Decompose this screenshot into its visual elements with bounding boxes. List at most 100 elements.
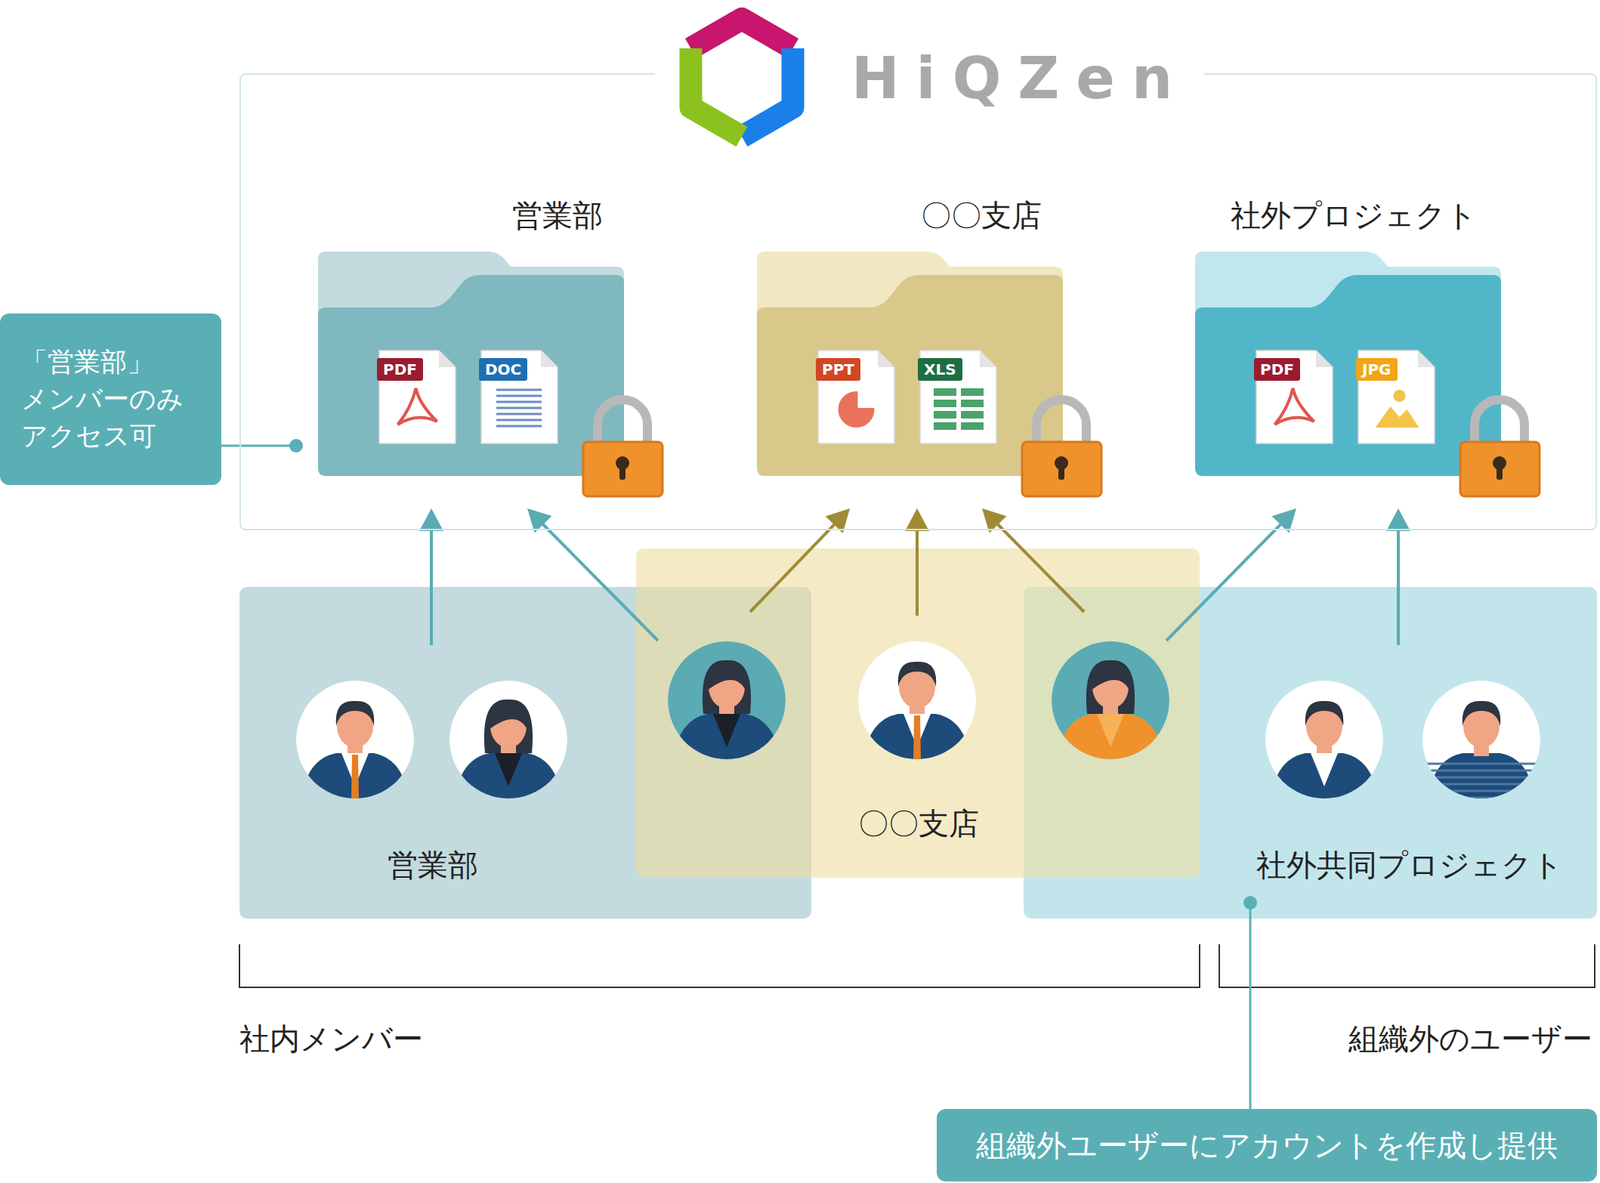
lock-shackle xyxy=(1474,399,1525,444)
person-icon xyxy=(1422,680,1541,804)
group-region: 社外共同プロジェクト xyxy=(1023,586,1597,919)
stripe xyxy=(1427,790,1536,793)
arrow-shaft xyxy=(540,522,658,641)
group-region: 〇〇支店 xyxy=(636,548,1200,878)
bracket xyxy=(1219,944,1595,988)
folder-shape xyxy=(318,194,624,476)
person-icon xyxy=(1265,680,1384,804)
doc-line xyxy=(496,419,542,422)
logo-mark xyxy=(670,1,814,155)
folder-shape xyxy=(756,194,1063,476)
fringe xyxy=(489,702,528,729)
folder-heading: 営業部 xyxy=(512,194,603,237)
file-fold xyxy=(1315,350,1333,368)
cell xyxy=(960,422,984,430)
cell xyxy=(960,399,984,408)
folder-heading: 社外プロジェクト xyxy=(1230,194,1477,237)
person-icon xyxy=(296,680,414,804)
logo-segment xyxy=(690,18,793,49)
stripe xyxy=(1427,776,1536,779)
bracket-label: 社内メンバー xyxy=(239,1019,424,1058)
file-fold xyxy=(979,350,997,368)
stripe xyxy=(1427,769,1536,773)
group-region: 営業部 xyxy=(239,586,812,919)
person-icon xyxy=(1051,641,1170,765)
leader-dot xyxy=(289,438,303,453)
access-arrow xyxy=(750,508,850,612)
access-arrow xyxy=(905,508,930,616)
shirt xyxy=(494,753,523,787)
pdf-glyph xyxy=(398,388,438,425)
arrow-shaft xyxy=(750,522,837,612)
arrow-shaft xyxy=(429,528,433,646)
hair xyxy=(336,701,375,726)
stripe xyxy=(1427,762,1536,766)
body xyxy=(1056,713,1165,765)
lock-icon xyxy=(1022,399,1102,497)
person-icon xyxy=(449,680,568,804)
lock-body xyxy=(583,441,663,497)
pdf-glyph xyxy=(1275,388,1315,425)
logo-segment xyxy=(741,48,794,137)
logo-segment xyxy=(690,48,742,137)
stripe xyxy=(1427,796,1536,800)
keyhole xyxy=(1496,464,1503,480)
callout-box: 「営業部」 メンバーのみ アクセス可 xyxy=(0,313,222,485)
leader-line xyxy=(1249,908,1252,1109)
bracket xyxy=(239,944,1200,988)
hair xyxy=(898,661,937,687)
person-icon xyxy=(858,641,977,765)
tie xyxy=(913,715,921,761)
leader-line xyxy=(221,444,292,448)
lock-icon xyxy=(1460,399,1540,497)
hair xyxy=(702,660,751,714)
folder-front xyxy=(1195,274,1502,476)
arrow-shaft xyxy=(915,528,919,616)
hair xyxy=(1462,701,1502,726)
group-label: 〇〇支店 xyxy=(858,804,980,843)
file-type-tag: PDF xyxy=(1254,358,1301,381)
lock-body xyxy=(1022,441,1102,497)
group-label: 社外共同プロジェクト xyxy=(1256,846,1563,884)
callout-box: 組織外ユーザーにアカウントを作成し提供 xyxy=(936,1108,1597,1182)
hair xyxy=(484,699,533,754)
cell xyxy=(933,399,957,408)
tie xyxy=(351,754,359,800)
cell xyxy=(933,388,957,396)
keyhole xyxy=(1058,464,1065,480)
leader-dot xyxy=(1243,895,1258,910)
file-type-tag: DOC xyxy=(478,358,528,381)
folder-front xyxy=(756,274,1063,476)
arrow-head xyxy=(419,508,444,532)
hair xyxy=(1305,701,1344,726)
bracket-label: 組織外のユーザー xyxy=(1348,1019,1593,1058)
folder-shape xyxy=(1195,194,1502,476)
pie-slice xyxy=(858,389,877,408)
cell xyxy=(960,388,984,396)
arrow-head xyxy=(905,508,930,532)
keyhole xyxy=(619,464,626,480)
doc-line xyxy=(496,413,542,416)
folder: PDF JPG 社外プロジェクト xyxy=(1195,194,1502,476)
mountain xyxy=(1375,406,1420,428)
body xyxy=(672,713,782,765)
body xyxy=(862,713,972,765)
folder-heading: 〇〇支店 xyxy=(920,194,1042,237)
access-arrow xyxy=(982,508,1085,612)
file-fold xyxy=(1417,350,1435,368)
folder-front xyxy=(318,274,624,476)
shirt xyxy=(1310,753,1338,787)
cell xyxy=(933,410,957,419)
arrow-shaft xyxy=(1166,522,1283,641)
stripe xyxy=(1427,783,1536,786)
logo-lockup: HiQZen xyxy=(654,1,1205,155)
shirt xyxy=(1096,713,1125,748)
file-type-tag: XLS xyxy=(917,358,963,381)
file-fold xyxy=(438,350,456,368)
arrow-shaft xyxy=(1396,528,1400,646)
doc-line xyxy=(496,401,542,404)
lock-body xyxy=(1460,441,1540,497)
lock-shackle xyxy=(1036,399,1087,444)
file-type-tag: JPG xyxy=(1355,358,1398,381)
